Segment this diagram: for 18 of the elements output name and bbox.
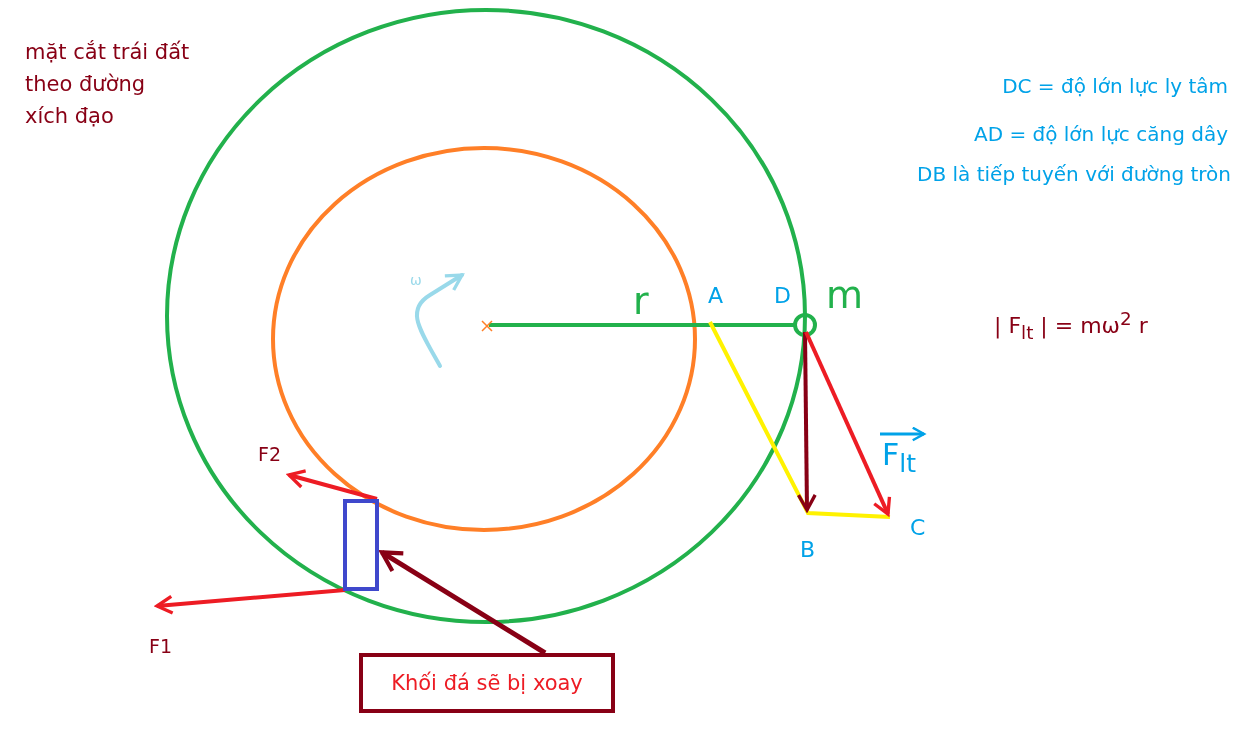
note-box: Khối đá sẽ bị xoay [359, 653, 615, 713]
leader-arrow [379, 550, 547, 656]
radius-label: r [633, 278, 649, 325]
legend-note: DC = độ lớn lực ly tâm [1001, 74, 1228, 99]
legend-note: AD = độ lớn lực căng dây [972, 122, 1228, 147]
omega-symbol: ω [410, 272, 422, 290]
formula-text: | F$_{lt}$ | = mω$^{2}$ r [994, 308, 1148, 345]
point-label: D [774, 282, 791, 310]
force-label: F1 [149, 635, 173, 659]
caption-text: mặt cắt trái đất theo đường xích đạo [25, 39, 191, 130]
rock-block [343, 499, 379, 591]
legend-note: DB là tiếp tuyến với đường tròn [916, 162, 1231, 187]
point-label: A [708, 282, 724, 310]
point-label: B [800, 536, 816, 564]
mass-label: m [826, 272, 864, 319]
vector-label: F$_{lt}$ [882, 436, 916, 480]
force-label: F2 [258, 443, 282, 467]
point-label: C [910, 514, 926, 542]
